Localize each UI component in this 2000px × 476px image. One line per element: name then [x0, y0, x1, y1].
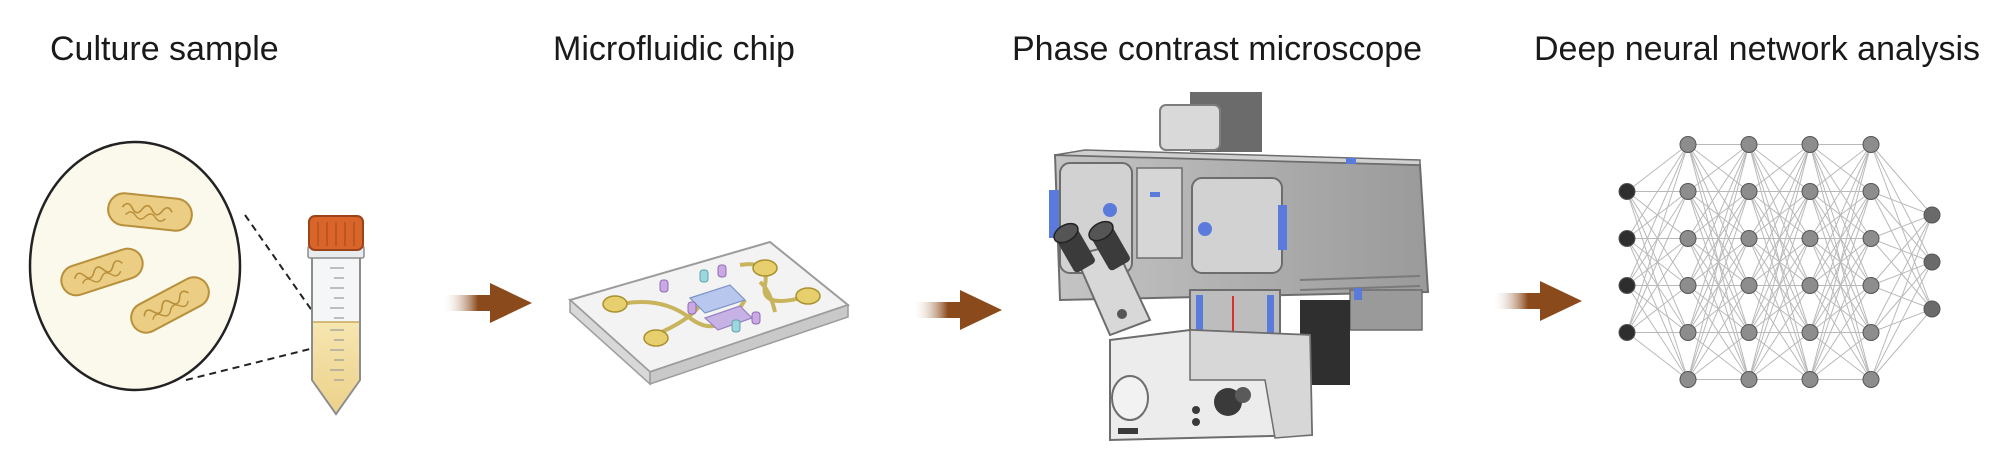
nn-connection [1687, 144, 1750, 286]
nn-output-node [1923, 253, 1941, 271]
nn-input-node [1618, 183, 1636, 200]
nn-connection [1748, 332, 1811, 380]
nn-connection [1626, 285, 1689, 333]
nn-connection [1870, 214, 1933, 380]
culture-tube-icon [307, 215, 365, 416]
nn-hidden-node [1679, 230, 1697, 247]
nn-connection [1809, 285, 1872, 380]
nn-connection [1626, 191, 1689, 333]
nn-connection [1687, 285, 1750, 380]
nn-input-node [1618, 230, 1636, 247]
nn-input-node [1618, 324, 1636, 341]
nn-connection [1748, 285, 1811, 380]
nn-hidden-node [1801, 230, 1819, 247]
nn-connection [1748, 191, 1811, 380]
step-title-chip: Microfluidic chip [553, 30, 795, 68]
nn-connection [1626, 144, 1689, 192]
nn-connection [1687, 144, 1750, 239]
nn-connection [1870, 261, 1933, 380]
nn-connection [1626, 332, 1689, 380]
nn-connection [1809, 144, 1872, 239]
nn-hidden-node [1740, 230, 1758, 247]
microfluidic-chip-icon [567, 240, 851, 386]
step-title-culture: Culture sample [50, 30, 279, 68]
nn-hidden-node [1862, 277, 1880, 294]
nn-connection [1687, 332, 1750, 380]
nn-connection [1626, 238, 1689, 333]
nn-connection [1748, 144, 1811, 239]
nn-connection [1626, 144, 1689, 333]
nn-connection [1809, 332, 1872, 380]
nn-connection [1870, 214, 1933, 333]
nn-output-node [1923, 300, 1941, 318]
nn-connections [1626, 144, 1933, 380]
nn-hidden-node [1679, 183, 1697, 200]
right-arrow-icon [912, 290, 1002, 330]
microscope-icon [1049, 92, 1430, 442]
culture-sample-illustration [28, 140, 365, 416]
right-arrow-icon [1492, 281, 1582, 321]
nn-hidden-node [1801, 371, 1819, 388]
nn-connection [1809, 144, 1872, 192]
nn-hidden-node [1740, 277, 1758, 294]
nn-connection [1870, 144, 1933, 216]
nn-hidden-node [1679, 371, 1697, 388]
nn-hidden-node [1801, 324, 1819, 341]
nn-connection [1748, 238, 1811, 380]
nn-hidden-node [1862, 136, 1880, 153]
nn-hidden-node [1862, 183, 1880, 200]
nn-connection [1748, 144, 1811, 286]
nn-hidden-node [1862, 371, 1880, 388]
nn-hidden-node [1679, 324, 1697, 341]
nn-connection [1870, 214, 1933, 239]
nn-connection [1809, 144, 1872, 333]
nn-connection [1809, 144, 1872, 286]
nn-output-node [1923, 206, 1941, 224]
bacteria-cell-3 [130, 276, 210, 334]
nn-hidden-node [1862, 230, 1880, 247]
nn-connection [1870, 214, 1933, 286]
step-title-nn: Deep neural network analysis [1534, 30, 1981, 68]
neural-network-icon [1618, 136, 1941, 388]
nn-input-node [1618, 277, 1636, 294]
nn-hidden-node [1801, 277, 1819, 294]
nn-connection [1687, 144, 1750, 380]
nn-connection [1687, 144, 1750, 333]
nn-connection [1626, 144, 1689, 239]
nn-hidden-node [1740, 183, 1758, 200]
nn-connection [1626, 144, 1689, 286]
right-arrow-icon [442, 283, 532, 323]
nn-hidden-node [1740, 136, 1758, 153]
nn-connection [1809, 191, 1872, 380]
nn-connection [1748, 144, 1811, 333]
bacteria-cell-1 [107, 192, 193, 232]
nn-connection [1809, 144, 1872, 380]
nn-hidden-node [1801, 136, 1819, 153]
nn-connection [1687, 144, 1750, 192]
nn-connection [1748, 144, 1811, 192]
nn-connection [1870, 191, 1933, 216]
step-title-microscope: Phase contrast microscope [1012, 30, 1423, 68]
nn-connection [1748, 144, 1811, 380]
nn-connection [1687, 191, 1750, 380]
nn-hidden-node [1679, 136, 1697, 153]
bacteria-cell-2 [60, 247, 144, 297]
nn-hidden-node [1740, 371, 1758, 388]
nn-hidden-node [1862, 324, 1880, 341]
nn-hidden-node [1679, 277, 1697, 294]
nn-connection [1870, 308, 1933, 380]
nn-hidden-node [1801, 183, 1819, 200]
nn-connection [1687, 238, 1750, 380]
nn-connection [1809, 238, 1872, 380]
nn-hidden-node [1740, 324, 1758, 341]
